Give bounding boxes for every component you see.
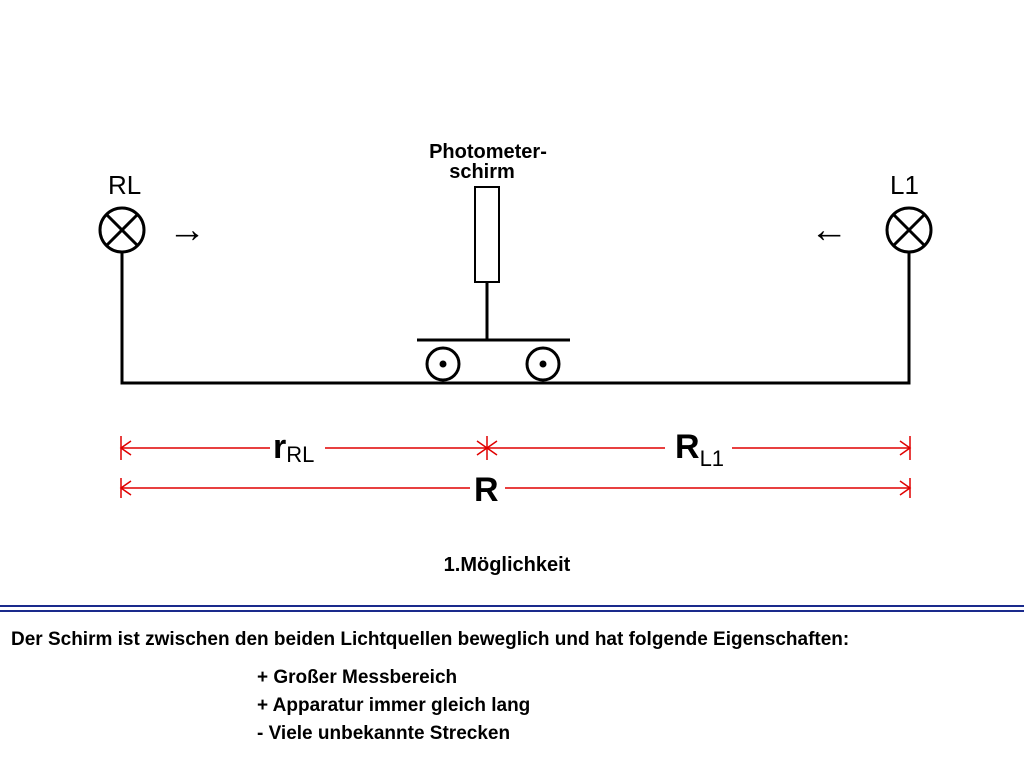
- photometer-screen: [474, 186, 500, 283]
- lamp-left-label: RL: [108, 170, 141, 200]
- lamp-right-icon: [885, 206, 933, 254]
- arrow-left-icon: ←: [810, 209, 848, 251]
- dimension-r-rl: [119, 436, 489, 460]
- cart-wheel-left-icon: [425, 346, 461, 382]
- property-item: + Großer Messbereich: [257, 667, 458, 688]
- dimension-r-l1: [485, 436, 912, 460]
- dim-label-r-l1-sub: L1: [700, 446, 724, 471]
- lamp-right-label: L1: [890, 170, 919, 200]
- dim-label-r-rl-sub: RL: [286, 442, 314, 467]
- cart-wheel-right-icon: [525, 346, 561, 382]
- divider-line-top: [0, 605, 1024, 607]
- diagram-caption: 1.Möglichkeit: [443, 554, 571, 576]
- property-item: + Apparatur immer gleich lang: [257, 695, 531, 716]
- dim-label-total: R: [474, 471, 499, 509]
- properties-list: + Großer Messbereich + Apparatur immer g…: [257, 664, 530, 748]
- photometer-diagram: RL → L1 ← Photometer- schirm: [98, 141, 933, 509]
- property-item: - Viele unbekannte Strecken: [257, 723, 511, 744]
- dimension-total: [119, 478, 912, 498]
- description-text: Der Schirm ist zwischen den beiden Licht…: [11, 629, 850, 650]
- dim-label-r-rl: rRL: [273, 428, 314, 467]
- screen-label-line2: schirm: [449, 161, 515, 183]
- screen-label-line1: Photometer-: [429, 141, 547, 163]
- dim-label-r-l1-main: R: [675, 428, 700, 466]
- dim-label-r-l1: RL1: [675, 428, 724, 471]
- dim-label-r-rl-main: r: [273, 428, 286, 466]
- divider-line-bottom: [0, 610, 1024, 612]
- rail-line: [120, 252, 911, 385]
- arrow-right-icon: →: [168, 209, 206, 251]
- lamp-left-icon: [98, 206, 146, 254]
